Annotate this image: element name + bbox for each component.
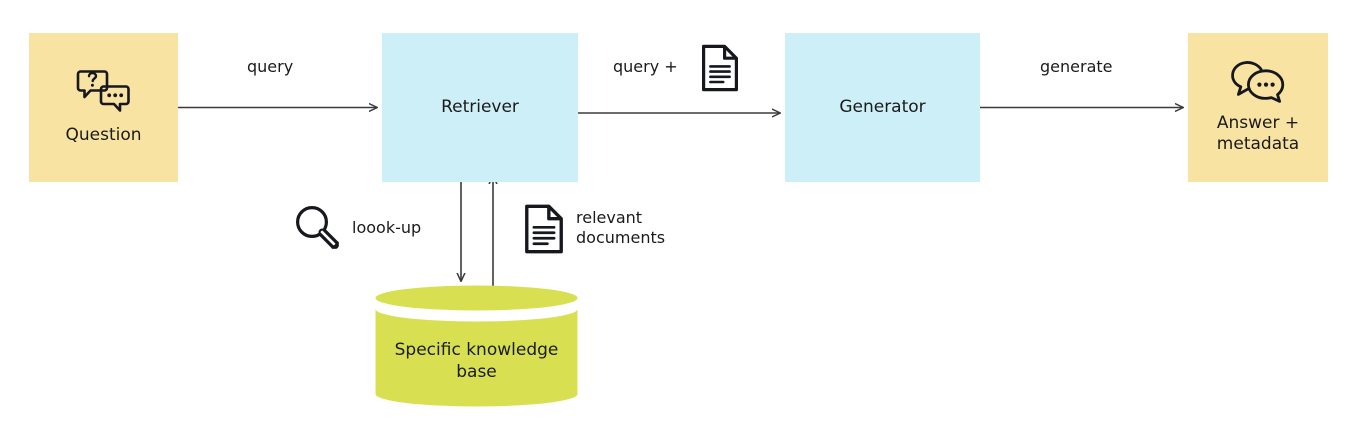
edge-label-lookup: loook-up: [352, 218, 422, 237]
chat-bubbles-question-icon: [76, 68, 132, 116]
node-question[interactable]: Question: [29, 33, 178, 182]
document-icon: [700, 44, 740, 92]
edge-label-query-plus: query +: [613, 57, 678, 76]
node-knowledge-base-label: Specific knowledge base: [394, 340, 559, 383]
magnifier-icon: [293, 204, 341, 252]
node-generator-label: Generator: [839, 96, 926, 117]
node-question-label: Question: [65, 125, 142, 146]
node-knowledge-base[interactable]: Specific knowledge base: [375, 285, 578, 407]
chat-bubbles-answer-icon: [1230, 60, 1286, 104]
node-answer-label: Answer + metadata: [1216, 112, 1300, 154]
node-generator[interactable]: Generator: [785, 33, 980, 182]
node-answer[interactable]: Answer + metadata: [1188, 33, 1328, 182]
node-retriever-label: Retriever: [441, 96, 519, 117]
node-retriever[interactable]: Retriever: [382, 33, 578, 182]
edge-label-query: query: [247, 57, 294, 76]
edge-label-relevant-documents: relevant documents: [576, 208, 666, 247]
document-icon: [523, 203, 565, 255]
database-cylinder-icon: [375, 285, 578, 407]
edge-label-generate: generate: [1040, 57, 1113, 76]
